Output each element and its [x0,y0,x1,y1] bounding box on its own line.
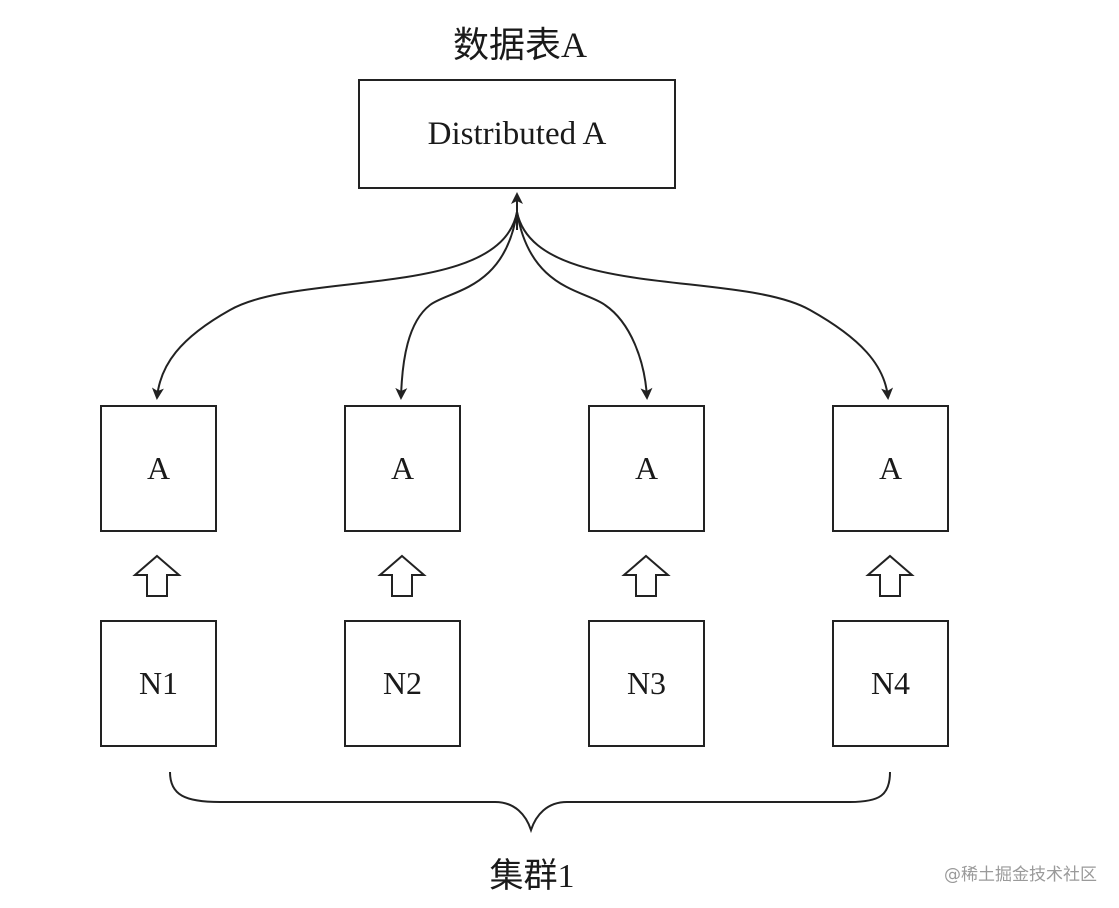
curve-arrow-3 [516,211,653,400]
block-arrow-3 [621,554,671,597]
curve-arrow-1 [151,211,518,400]
node-box-1: N1 [100,620,217,747]
node-box-3: N3 [588,620,705,747]
block-arrow-2 [377,554,427,597]
curve-arrow-2 [395,211,518,400]
distributed-table-box: Distributed A [358,79,676,189]
node-label-4: N4 [870,665,911,701]
node-label-1: N1 [138,665,179,701]
replica-box-1: A [100,405,217,532]
replica-box-4: A [832,405,949,532]
replica-label-2: A [390,450,415,486]
replica-box-2: A [344,405,461,532]
replica-label-3: A [634,450,659,486]
curve-arrow-4 [516,211,894,400]
node-label-3: N3 [626,665,667,701]
node-box-2: N2 [344,620,461,747]
replica-box-3: A [588,405,705,532]
diagram-title: 数据表A [453,25,587,65]
replica-label-4: A [878,450,903,486]
cluster-brace [169,771,891,834]
replica-label-1: A [146,450,171,486]
block-arrow-4 [865,554,915,597]
block-arrow-1 [132,554,182,597]
cluster-label: 集群1 [489,858,575,895]
node-label-2: N2 [382,665,423,701]
distributed-table-label: Distributed A [427,115,607,152]
watermark: @稀土掘金技术社区 [944,865,1097,885]
node-box-4: N4 [832,620,949,747]
